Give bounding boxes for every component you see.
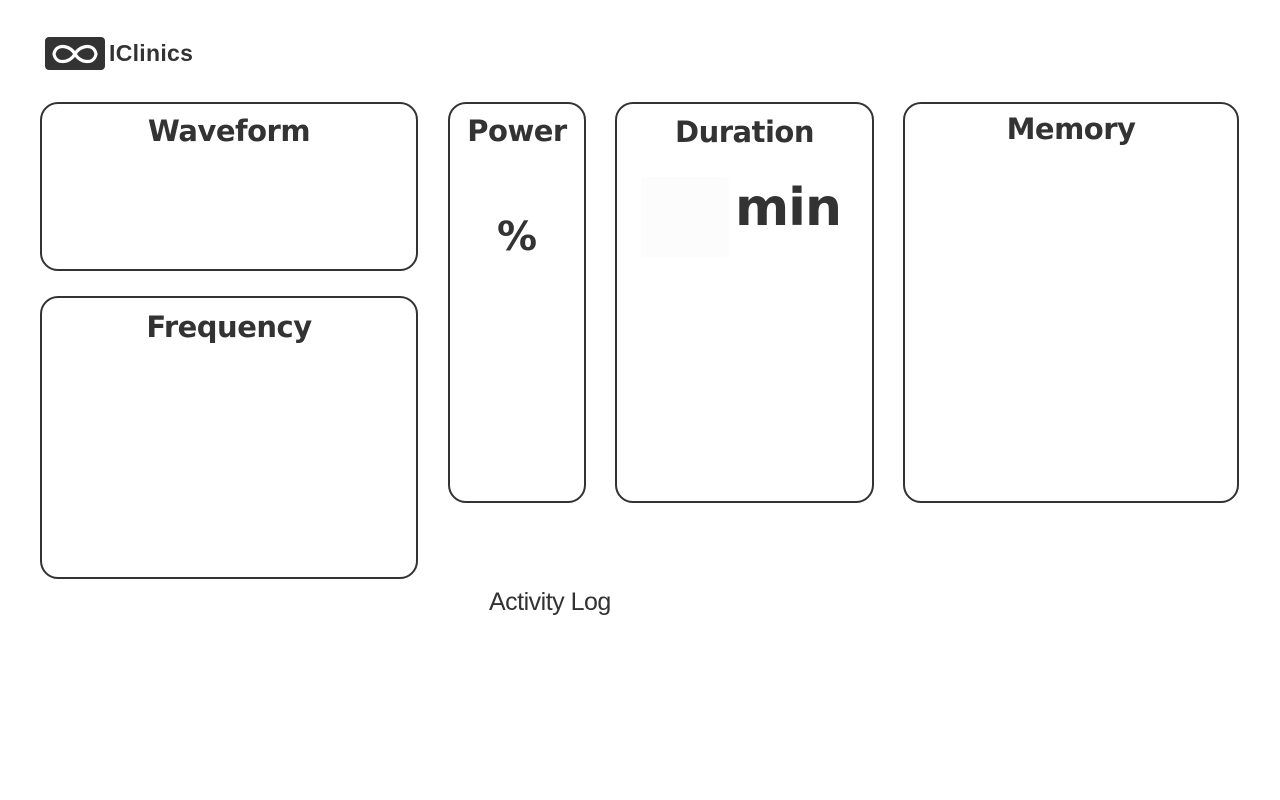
activity-log-title: Activity Log xyxy=(489,588,611,616)
memory-panel[interactable]: Memory xyxy=(903,102,1239,503)
power-unit: % xyxy=(496,214,538,260)
waveform-title: Waveform xyxy=(147,114,311,148)
frequency-title: Frequency xyxy=(146,310,312,344)
power-title: Power xyxy=(467,114,567,148)
duration-unit: min xyxy=(735,178,842,238)
frequency-panel[interactable]: Frequency xyxy=(40,296,418,579)
brand-header: IClinics xyxy=(45,37,193,70)
brand-name: IClinics xyxy=(109,40,194,66)
power-panel[interactable]: Power % xyxy=(448,102,586,503)
waveform-panel[interactable]: Waveform xyxy=(40,102,418,271)
duration-title: Duration xyxy=(675,115,814,149)
duration-value xyxy=(641,177,729,257)
memory-title: Memory xyxy=(1006,112,1136,146)
infinity-icon xyxy=(45,37,105,70)
duration-panel[interactable]: Duration min xyxy=(615,102,874,503)
